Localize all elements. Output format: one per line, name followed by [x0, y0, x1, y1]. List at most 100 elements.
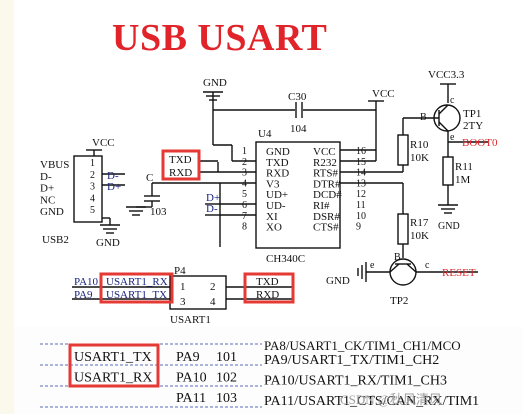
reset-label: RESET [442, 267, 476, 279]
gnd-tp2-label: GND [326, 275, 350, 287]
chip-pin-number: 3 [242, 168, 247, 179]
chip-pin-ri: RI# [313, 200, 330, 212]
c30-value: 104 [290, 123, 307, 135]
chip-pin-number: 1 [242, 146, 247, 157]
r10-resistor [397, 134, 409, 166]
tp1-label: TP1 [463, 108, 481, 120]
chip-pin-ud: UD- [266, 200, 286, 212]
r17-label: R17 [410, 217, 429, 229]
chip-pin-number: 11 [356, 200, 366, 211]
tp1-base-label: B [420, 112, 427, 123]
pin-table-function: PA11/USART1_CTS/CAN_RX/TIM1 [264, 394, 479, 409]
usb-pin-number: 3 [90, 182, 95, 193]
chip-net-txd: TXD [169, 154, 192, 166]
usb-pin-nc: NC [40, 194, 55, 206]
header-pin-2: 2 [210, 281, 216, 293]
r10-label: R10 [410, 139, 429, 151]
pin-table-number: 101 [216, 350, 237, 365]
vcc33-label: VCC3.3 [428, 69, 465, 81]
tp1-emitter-label: e [450, 132, 455, 143]
header-ref: P4 [174, 265, 186, 277]
tp1-part: 2TY [463, 120, 483, 132]
usb-pin-vbus: VBUS [40, 159, 69, 171]
chip-part: CH340C [266, 253, 305, 265]
chip-net-rxd: RXD [169, 167, 192, 179]
chip-pin-rxd: RXD [266, 168, 289, 180]
r11-value: 1M [455, 174, 471, 186]
header-pin-4: 4 [210, 296, 216, 308]
r10-value: 10K [410, 152, 429, 164]
gnd-r11-symbol [438, 204, 458, 214]
chip-ref: U4 [258, 128, 272, 140]
usb-pin-gnd: GND [40, 206, 64, 218]
chip-pin-dsr: DSR# [313, 211, 340, 223]
chip-pin-number: 13 [356, 178, 366, 189]
pin-table-function: PA10/USART1_RX/TIM1_CH3 [264, 374, 447, 389]
usb-vcc-label: VCC [92, 137, 115, 149]
usb-pin-number: 2 [90, 170, 95, 181]
usb-net-dminus: D- [107, 170, 119, 182]
chip-net-dminus: D- [206, 203, 218, 215]
chip-pin-dcd: DCD# [313, 189, 342, 201]
header-pa9: PA9 [74, 289, 93, 301]
gnd-tp2-symbol [357, 262, 367, 282]
pin-table-band [14, 327, 523, 414]
usb-gnd-label: GND [96, 237, 120, 249]
usb-net-dplus: D+ [107, 181, 121, 193]
chip-pin-number: 7 [242, 211, 247, 222]
chip-pin-number: 9 [356, 222, 361, 233]
usb-pin-number: 4 [90, 193, 95, 204]
boot0-label: BOOT0 [462, 137, 498, 149]
header-pin-3: 3 [180, 296, 186, 308]
pin-table-function: PA9/USART1_TX/TIM1_CH2 [264, 353, 439, 368]
c30-capacitor [295, 102, 303, 118]
pin-table-net: USART1_TX [74, 350, 152, 365]
chip-pin-number: 10 [356, 211, 366, 222]
chip-pin-number: 14 [356, 168, 366, 179]
chip-pin-xi: XI [266, 211, 278, 223]
tp2-collector-label: c [425, 260, 430, 271]
header-connector [169, 275, 227, 310]
chip-pin-number: 12 [356, 189, 366, 200]
pin-table-highlight [68, 343, 160, 388]
chip-pin-number: 16 [356, 146, 366, 157]
chip-pin-gnd: GND [266, 146, 290, 158]
usb-connector [73, 155, 103, 223]
txd-rxd-highlight [161, 149, 201, 181]
chip-pin-number: 8 [242, 222, 247, 233]
page-title: USB USART [112, 17, 328, 59]
tp1-collector-label: c [450, 95, 455, 106]
r11-resistor [442, 156, 454, 186]
usb-pin-d: D+ [40, 183, 54, 195]
chip-pin-r232: R232 [313, 157, 337, 169]
cap-value: 103 [150, 206, 167, 218]
header-net-highlight [99, 272, 174, 304]
pin-table-number: 102 [216, 371, 237, 386]
chip-pin-number: 2 [242, 157, 247, 168]
chip-pin-dtr: DTR# [313, 178, 341, 190]
chip-pin-number: 5 [242, 189, 247, 200]
header-rx-net: USART1_RX [106, 276, 168, 288]
usb-label: USB2 [42, 234, 69, 246]
chip-pin-number: 6 [242, 200, 247, 211]
header-txd: TXD [256, 276, 279, 288]
c30-label: C30 [288, 91, 307, 103]
header-tx-net: USART1_TX [106, 289, 167, 301]
chip-pin-ud: UD+ [266, 189, 288, 201]
gnd-top-symbol [203, 91, 223, 110]
tp2-base-label: B [394, 252, 401, 263]
pin-table-net: USART1_RX [74, 371, 153, 386]
ch340c-chip [255, 141, 341, 249]
usb-pin-number: 1 [90, 158, 95, 169]
gnd-top-label: GND [203, 77, 227, 89]
tp2-label: TP2 [390, 295, 408, 307]
chip-pin-number: 4 [242, 178, 247, 189]
usb-pin-d: D- [40, 171, 52, 183]
chip-pin-txd: TXD [266, 157, 289, 169]
chip-pin-cts: CTS# [313, 222, 339, 234]
